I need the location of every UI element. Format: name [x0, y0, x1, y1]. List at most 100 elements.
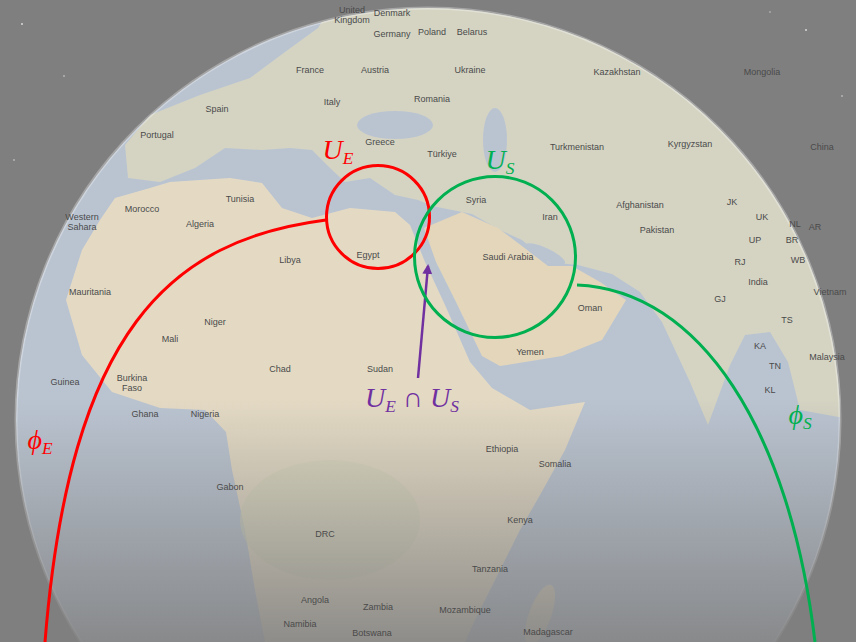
label-holder: Turkmenistan: [550, 136, 604, 154]
country-label: Mauritania: [69, 287, 111, 297]
country-label: Portugal: [140, 130, 174, 140]
label-holder: Somalia: [539, 453, 572, 471]
chart-domain-label: US: [486, 146, 515, 174]
country-label: Türkiye: [427, 149, 457, 159]
label-holder: Morocco: [125, 198, 160, 216]
label-holder: NL: [789, 213, 801, 231]
chart-domain-label: UE: [323, 136, 354, 164]
country-label: Sudan: [367, 364, 393, 374]
circle-outline: [415, 177, 576, 338]
label-holder: Kazakhstan: [593, 61, 640, 79]
country-label: UK: [756, 212, 769, 222]
label-holder: United Kingdom: [334, 5, 370, 26]
label-holder: Belarus: [457, 21, 488, 39]
label-holder: Syria: [466, 189, 487, 207]
country-label: India: [748, 277, 768, 287]
country-label: Ethiopia: [486, 444, 519, 454]
country-label: RJ: [735, 257, 746, 267]
label-holder: Romania: [414, 88, 450, 106]
label-holder: Kenya: [507, 509, 533, 527]
label-holder: Niger: [204, 311, 226, 329]
label-holder: Zambia: [363, 596, 393, 614]
country-label: Denmark: [374, 8, 411, 18]
country-label: KA: [754, 341, 766, 351]
label-holder: AR: [809, 216, 822, 234]
country-label: Algeria: [186, 219, 214, 229]
label-holder: Pakistan: [640, 219, 675, 237]
label-holder: Kyrgyzstan: [668, 133, 713, 151]
country-label: TS: [781, 315, 793, 325]
country-label: Morocco: [125, 204, 160, 214]
country-label: KL: [764, 385, 775, 395]
label-holder: Namibia: [283, 613, 316, 631]
country-label: Niger: [204, 317, 226, 327]
country-label: Tunisia: [226, 194, 255, 204]
label-holder: UK: [756, 206, 769, 224]
country-label: Tanzania: [472, 564, 508, 574]
label-holder: Afghanistan: [616, 194, 664, 212]
country-label: China: [810, 142, 834, 152]
country-label: NL: [789, 219, 801, 229]
chart-map-arc: [45, 220, 326, 642]
label-holder: Mozambique: [439, 599, 491, 617]
country-label: Namibia: [283, 619, 316, 629]
country-label: WB: [791, 255, 806, 265]
country-label: Oman: [578, 303, 603, 313]
country-label: Saudi Arabia: [482, 252, 533, 262]
country-label: Germany: [373, 29, 410, 39]
country-label: Iran: [542, 212, 558, 222]
country-label: Somalia: [539, 459, 572, 469]
label-holder: China: [810, 136, 834, 154]
country-label: DRC: [315, 529, 335, 539]
country-label: Mali: [162, 334, 179, 344]
label-holder: Italy: [324, 91, 341, 109]
label-holder: UE ∩ US: [365, 384, 459, 412]
country-label: Angola: [301, 595, 329, 605]
label-holder: Spain: [205, 98, 228, 116]
country-label: Kazakhstan: [593, 67, 640, 77]
country-label: Chad: [269, 364, 291, 374]
label-holder: Iran: [542, 206, 558, 224]
label-holder: Angola: [301, 589, 329, 607]
label-holder: US: [486, 146, 515, 174]
chart-label: ϕS: [788, 401, 811, 429]
country-label: Ukraine: [454, 65, 485, 75]
label-holder: Algeria: [186, 213, 214, 231]
country-label: Pakistan: [640, 225, 675, 235]
country-label: Spain: [205, 104, 228, 114]
label-holder: Ukraine: [454, 59, 485, 77]
label-holder: Malaysia: [809, 346, 845, 364]
country-label: Vietnam: [814, 287, 847, 297]
label-holder: Mongolia: [744, 61, 781, 79]
label-holder: India: [748, 271, 768, 289]
label-holder: Saudi Arabia: [482, 246, 533, 264]
country-label: Kyrgyzstan: [668, 139, 713, 149]
country-label: Nigeria: [191, 409, 220, 419]
country-label: Turkmenistan: [550, 142, 604, 152]
label-holder: DRC: [315, 523, 335, 541]
label-holder: Denmark: [374, 2, 411, 20]
country-label: Libya: [279, 255, 301, 265]
label-holder: TS: [781, 309, 793, 327]
country-label: Malaysia: [809, 352, 845, 362]
country-label: Kenya: [507, 515, 533, 525]
label-holder: Mali: [162, 328, 179, 346]
country-label: Italy: [324, 97, 341, 107]
country-label: Romania: [414, 94, 450, 104]
label-holder: Guinea: [50, 371, 79, 389]
chart-map-arc: [577, 285, 815, 642]
label-holder: Austria: [361, 59, 389, 77]
country-label: GJ: [714, 294, 726, 304]
country-label: UP: [749, 235, 762, 245]
label-holder: BR: [786, 229, 799, 247]
label-holder: KL: [764, 379, 775, 397]
country-label: Ghana: [131, 409, 158, 419]
country-label: Burkina Faso: [117, 373, 148, 394]
label-holder: France: [296, 59, 324, 77]
label-holder: Ethiopia: [486, 438, 519, 456]
country-label: Zambia: [363, 602, 393, 612]
country-label: Yemen: [516, 347, 544, 357]
